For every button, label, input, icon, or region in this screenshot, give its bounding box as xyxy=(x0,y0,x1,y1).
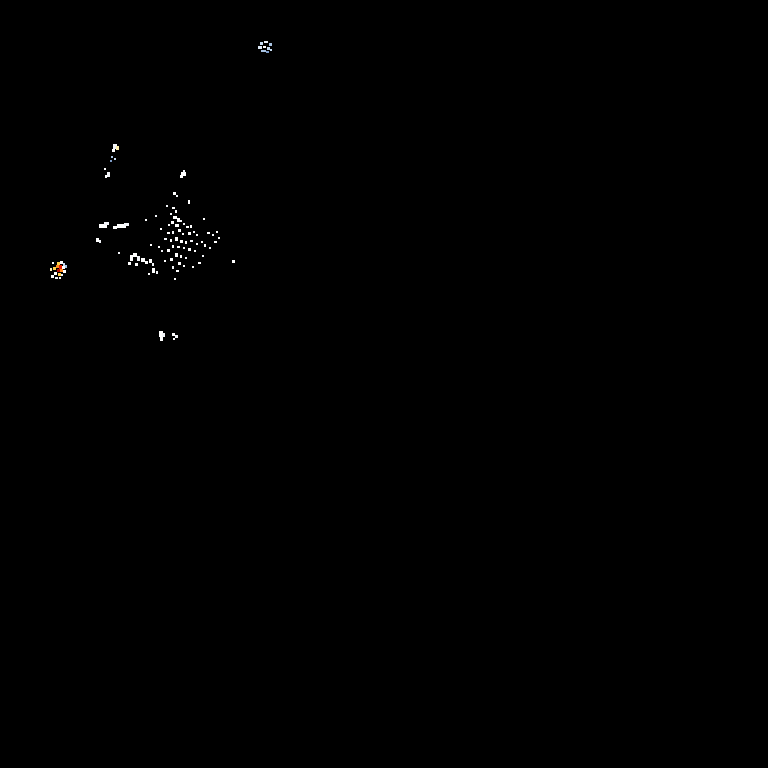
point-source-field-canvas xyxy=(0,0,768,768)
image-viewport: Sparse Point Source Detection Map Binary… xyxy=(0,0,768,768)
